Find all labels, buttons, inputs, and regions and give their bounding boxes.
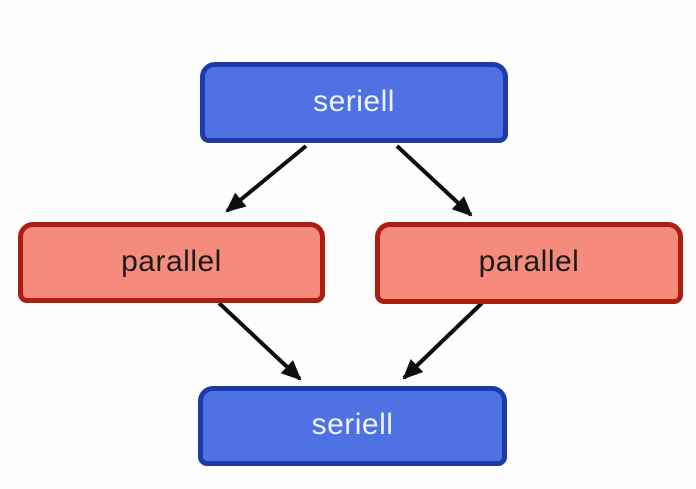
node-seriell-bottom: seriell xyxy=(198,386,507,466)
node-parallel-left-label: parallel xyxy=(121,244,222,278)
node-seriell-bottom-label: seriell xyxy=(311,408,394,441)
node-parallel-right: parallel xyxy=(375,222,683,304)
node-parallel-right-label: parallel xyxy=(478,245,580,278)
edge-parallel-left-to-seriell-bottom xyxy=(217,301,302,381)
node-parallel-left: parallel xyxy=(18,222,325,303)
node-seriell-top: seriell xyxy=(200,62,508,143)
edge-parallel-right-to-seriell-bottom xyxy=(402,301,484,380)
edge-seriell-top-to-parallel-right xyxy=(395,144,473,217)
edge-seriell-top-to-parallel-left xyxy=(225,144,308,213)
node-seriell-top-label: seriell xyxy=(313,84,395,118)
